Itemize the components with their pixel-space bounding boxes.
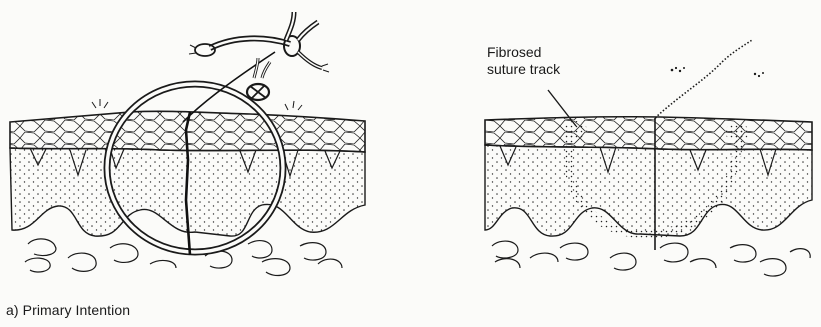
callout-fibrosed-suture-track: Fibrosed suture track — [487, 44, 607, 78]
left-panel-sutured-wound — [10, 12, 365, 275]
figure-caption: a) Primary Intention — [6, 302, 130, 318]
callout-line-2: suture track — [487, 61, 607, 78]
knot-icon — [247, 58, 270, 100]
right-epidermis — [485, 117, 812, 150]
right-fat-lobules — [492, 241, 810, 276]
right-surface-specks — [671, 67, 764, 77]
left-fat-lobules — [25, 239, 342, 276]
callout-line-1: Fibrosed — [487, 44, 607, 61]
right-thread-remnant — [655, 40, 752, 118]
